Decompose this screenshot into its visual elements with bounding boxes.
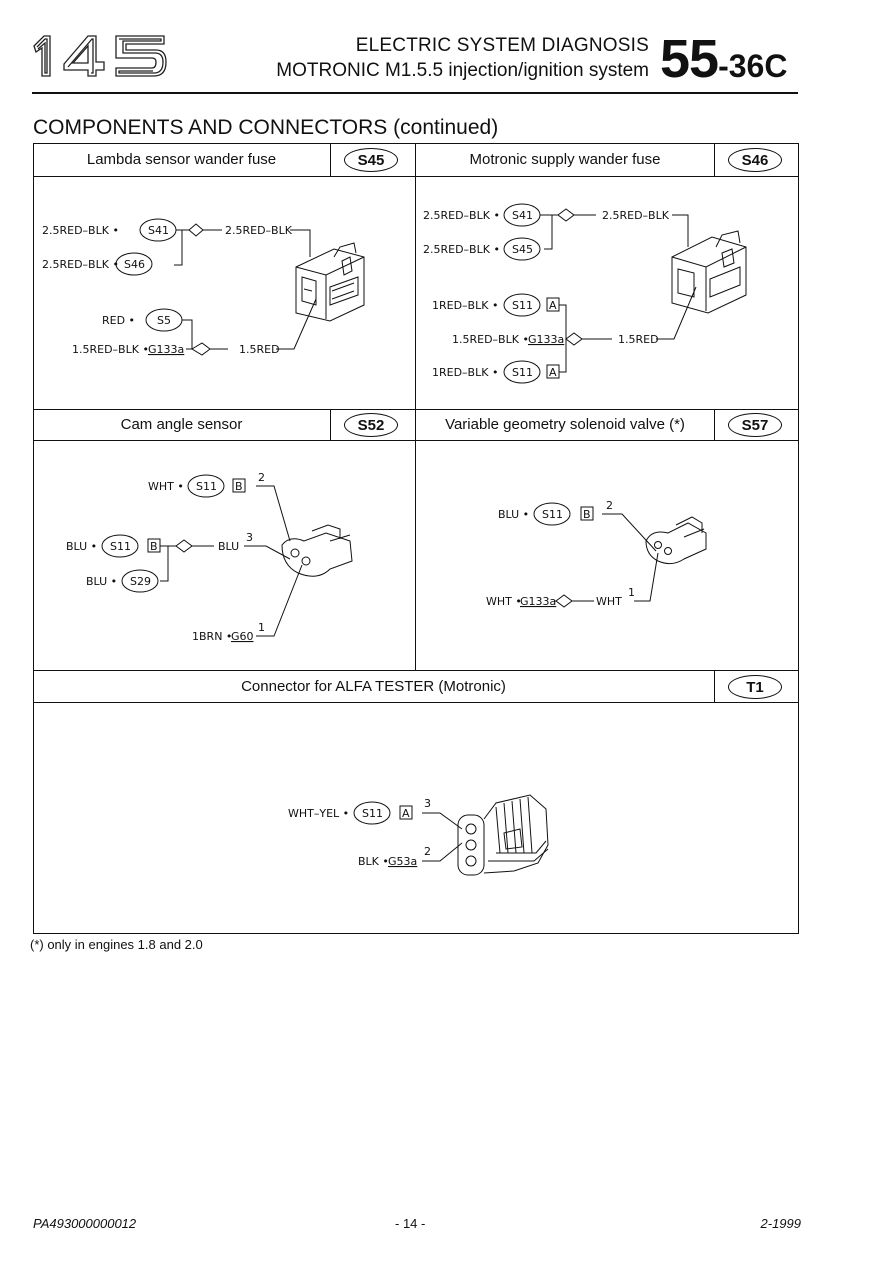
section-title: COMPONENTS AND CONNECTORS (continued) — [33, 116, 499, 139]
page-code: 55-36C — [660, 28, 787, 90]
s57-wire-1-box: B — [583, 508, 591, 521]
page-code-suffix: -36C — [718, 48, 788, 84]
s57-wire-2-ref: G133a — [520, 595, 556, 608]
s46-wire-5: 1RED–BLK • — [432, 366, 498, 379]
s52-wire-4-pin: 1 — [258, 621, 265, 634]
t1-wire-1-code: S11 — [362, 807, 383, 820]
t1-wire-2: BLK • — [358, 855, 389, 868]
column-divider — [415, 143, 416, 670]
code-divider — [330, 143, 331, 176]
s45-wire-1-code: S41 — [148, 224, 169, 237]
t1-wire-2-pin: 2 — [424, 845, 431, 858]
page-code-group: 55 — [660, 29, 719, 89]
s45-wire-4: 1.5RED–BLK • — [72, 343, 149, 356]
s45-wire-2-code: S46 — [124, 258, 145, 271]
s46-wire-1-out: 2.5RED–BLK — [602, 209, 670, 222]
s52-code-badge: S52 — [344, 413, 398, 437]
s52-label: Cam angle sensor — [120, 416, 243, 433]
s46-label: Motronic supply wander fuse — [469, 151, 661, 168]
s52-wire-1-box: B — [235, 480, 243, 493]
s45-wire-4-out: 1.5RED — [239, 343, 280, 356]
s45-wire-4-ref: G133a — [148, 343, 184, 356]
code-divider — [714, 670, 715, 702]
s52-wire-2: BLU • — [66, 540, 97, 553]
components-table — [33, 143, 799, 934]
s46-wire-3: 1RED–BLK • — [432, 299, 498, 312]
s52-wiring-diagram: WHT • S11 B 2 BLU • S11 B BLU 3 BLU • S2… — [66, 471, 353, 643]
t1-wire-2-ref: G53a — [388, 855, 417, 868]
s46-wire-3-code: S11 — [512, 299, 533, 312]
s52-wire-4: 1BRN • — [192, 630, 232, 643]
s45-label: Lambda sensor wander fuse — [86, 151, 277, 168]
s57-wire-1-code: S11 — [542, 508, 563, 521]
footnote: (*) only in engines 1.8 and 2.0 — [30, 937, 203, 952]
s52-wire-2-pin: 3 — [246, 531, 253, 544]
s46-wire-4: 1.5RED–BLK • — [452, 333, 529, 346]
t1-wire-1-box: A — [402, 807, 410, 820]
edition-date: 2-1999 — [760, 1216, 801, 1231]
s57-label: Variable geometry solenoid valve (*) — [445, 416, 685, 433]
page-number: - 14 - — [395, 1216, 426, 1231]
s46-wire-4-ref: G133a — [528, 333, 564, 346]
s45-wiring-diagram: 2.5RED–BLK • S41 2.5RED–BLK 2.5RED–BLK •… — [42, 218, 365, 356]
s57-wire-2-out: WHT — [596, 595, 622, 608]
row-divider — [33, 670, 799, 671]
model-145-logo: 145 — [33, 35, 167, 77]
s46-wire-5-box: A — [549, 366, 557, 379]
row-divider — [33, 702, 799, 703]
row-divider — [33, 440, 799, 441]
code-divider — [714, 409, 715, 440]
s46-wire-1-code: S41 — [512, 209, 533, 222]
s52-wire-1-pin: 2 — [258, 471, 265, 484]
s52-wire-3: BLU • — [86, 575, 117, 588]
row-divider — [33, 409, 799, 410]
row-divider — [33, 176, 799, 177]
header-subtitle: MOTRONIC M1.5.5 injection/ignition syste… — [276, 60, 649, 81]
s45-wire-3: RED • — [102, 314, 135, 327]
s57-wire-1-pin: 2 — [606, 499, 613, 512]
s46-code-badge: S46 — [728, 148, 782, 172]
s46-wire-2-code: S45 — [512, 243, 533, 256]
s46-wiring-diagram: 2.5RED–BLK • S41 2.5RED–BLK 2.5RED–BLK •… — [423, 203, 747, 384]
t1-label: Connector for ALFA TESTER (Motronic) — [241, 678, 506, 695]
s46-wire-4-out: 1.5RED — [618, 333, 659, 346]
s57-wire-2: WHT • — [486, 595, 522, 608]
s45-wire-1-out: 2.5RED–BLK — [225, 224, 293, 237]
s52-wire-2-code: S11 — [110, 540, 131, 553]
code-divider — [330, 409, 331, 440]
s52-wire-1: WHT • — [148, 480, 184, 493]
t1-wiring-diagram: WHT–YEL • S11 A 3 BLK • G53a 2 — [288, 794, 549, 876]
s45-wire-2: 2.5RED–BLK • — [42, 258, 119, 271]
t1-wire-1: WHT–YEL • — [288, 807, 349, 820]
s45-wire-1: 2.5RED–BLK • — [42, 224, 119, 237]
t1-code-badge: T1 — [728, 675, 782, 699]
s45-wire-3-code: S5 — [157, 314, 171, 327]
header-rule — [32, 92, 798, 94]
s52-wire-2-box: B — [150, 540, 158, 553]
s46-wire-3-box: A — [549, 299, 557, 312]
s57-code-badge: S57 — [728, 413, 782, 437]
s52-wire-1-code: S11 — [196, 480, 217, 493]
s52-wire-2-out: BLU — [218, 540, 239, 553]
s57-wire-1: BLU • — [498, 508, 529, 521]
s46-wire-1: 2.5RED–BLK • — [423, 209, 500, 222]
s46-wire-5-code: S11 — [512, 366, 533, 379]
s57-wiring-diagram: BLU • S11 B 2 WHT • G133a WHT 1 — [486, 499, 707, 608]
s52-wire-3-code: S29 — [130, 575, 151, 588]
t1-wire-1-pin: 3 — [424, 797, 431, 810]
s45-code-badge: S45 — [344, 148, 398, 172]
s46-wire-2: 2.5RED–BLK • — [423, 243, 500, 256]
s52-wire-4-ref: G60 — [231, 630, 254, 643]
s57-wire-2-pin: 1 — [628, 586, 635, 599]
code-divider — [714, 143, 715, 176]
header-title: ELECTRIC SYSTEM DIAGNOSIS — [355, 35, 649, 56]
document-reference: PA493000000012 — [33, 1216, 137, 1231]
